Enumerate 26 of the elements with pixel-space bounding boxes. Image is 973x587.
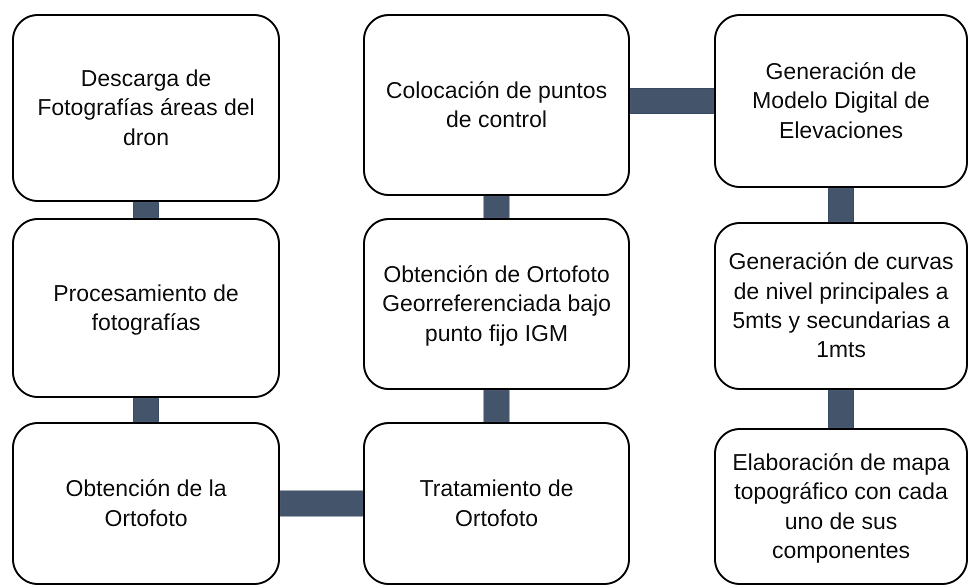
box-label: Elaboración de mapa topográfico con cada uno de sus componentes: [731, 448, 951, 565]
box-label: Tratamiento de Ortofoto: [418, 474, 574, 532]
box-label: Generación de Modelo Digital de Elevaciones: [751, 56, 931, 145]
connector-bar: [484, 196, 510, 218]
box-label: Descarga de Fotografías áreas del dron: [36, 64, 256, 152]
process-box: [714, 14, 968, 188]
process-box: [12, 422, 280, 585]
connector-bar: [828, 390, 854, 428]
process-box: [363, 218, 630, 390]
process-box: [363, 14, 630, 196]
connector-bar: [484, 390, 510, 422]
process-box: [12, 14, 280, 202]
box-label: Generación de curvas de nivel principales a 5mts y secundarias a 1mts: [728, 247, 954, 364]
connector-bar: [133, 202, 159, 218]
connector-bar: [133, 398, 159, 422]
box-label: Obtención de la Ortofoto: [64, 474, 228, 532]
process-box: [714, 428, 968, 585]
box-label: Obtención de Ortofoto Georreferenciada bajo punto fijo IGM: [381, 260, 612, 348]
connector-bar: [630, 88, 714, 114]
process-box: [363, 422, 630, 585]
connector-bar: [280, 490, 363, 516]
box-label: Procesamiento de fotografías: [52, 278, 240, 337]
process-box: [714, 222, 968, 390]
connector-bar: [828, 188, 854, 222]
box-label: Colocación de puntos de control: [384, 76, 608, 134]
process-box: [12, 218, 280, 398]
